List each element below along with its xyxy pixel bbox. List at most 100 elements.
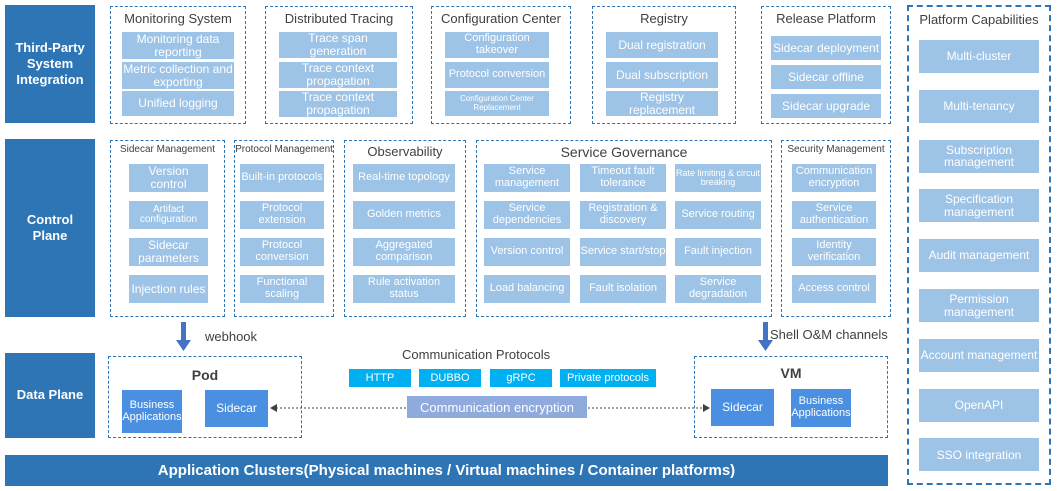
pod-business-app: Business Applications bbox=[122, 390, 182, 433]
governance-item: Service routing bbox=[675, 201, 761, 229]
configuration-center-panel: Configuration Center Configuration takeo… bbox=[431, 6, 571, 124]
sidecar-mgmt-item: Injection rules bbox=[129, 275, 208, 303]
vm-business-app: Business Applications bbox=[791, 389, 851, 427]
layer-control-plane-label: Control Plane bbox=[26, 211, 74, 243]
panel-title: Monitoring System bbox=[124, 11, 232, 26]
governance-item: Service start/stop bbox=[580, 238, 666, 266]
registry-item: Dual subscription bbox=[606, 62, 718, 88]
observability-item: Golden metrics bbox=[353, 201, 455, 229]
protocol-mgmt-item: Protocol conversion bbox=[240, 238, 324, 266]
governance-item: Timeout fault tolerance bbox=[580, 164, 666, 192]
vm-title: VM bbox=[780, 365, 802, 381]
security-management-panel: Security Management Communication encryp… bbox=[781, 140, 891, 317]
monitoring-item: Metric collection and exporting bbox=[122, 62, 234, 89]
panel-title: Registry bbox=[640, 11, 688, 26]
panel-title: Distributed Tracing bbox=[284, 11, 394, 26]
capability-item: Multi-cluster bbox=[919, 40, 1039, 73]
panel-title: Configuration Center bbox=[441, 11, 561, 26]
release-item: Sidecar upgrade bbox=[771, 94, 881, 118]
capability-item: SSO integration bbox=[919, 438, 1039, 472]
shell-arrow bbox=[758, 322, 773, 351]
protocol-mgmt-item: Built-in protocols bbox=[240, 164, 324, 192]
pod-title: Pod bbox=[191, 367, 219, 383]
service-governance-panel: Service Governance Service management Tim… bbox=[476, 140, 772, 317]
panel-title: Security Management bbox=[787, 144, 885, 155]
governance-item: Fault isolation bbox=[580, 275, 666, 303]
protocol-chip: HTTP bbox=[349, 369, 411, 387]
panel-title: Platform Capabilities bbox=[919, 12, 1039, 27]
sidecar-mgmt-item: Sidecar parameters bbox=[129, 238, 208, 266]
capability-item: OpenAPI bbox=[919, 388, 1039, 422]
application-clusters-label: Application Clusters(Physical machines /… bbox=[157, 462, 736, 479]
pod-panel: Pod Business Applications Sidecar bbox=[108, 356, 302, 438]
vm-sidecar: Sidecar bbox=[711, 389, 774, 426]
registry-item: Registry replacement bbox=[606, 91, 718, 116]
layer-third-party-label: Third-Party System Integration bbox=[15, 39, 85, 88]
release-platform-panel: Release Platform Sidecar deployment Side… bbox=[761, 6, 891, 124]
panel-title: Protocol Management bbox=[235, 144, 333, 155]
governance-item: Version control bbox=[484, 238, 570, 266]
communication-encryption: Communication encryption bbox=[407, 396, 587, 418]
security-item: Identity verification bbox=[792, 238, 876, 266]
registry-panel: Registry Dual registration Dual subscrip… bbox=[592, 6, 736, 124]
vm-panel: VM Sidecar Business Applications bbox=[694, 356, 888, 438]
protocol-management-panel: Protocol Management Built-in protocols P… bbox=[234, 140, 334, 317]
panel-title: Observability bbox=[367, 144, 443, 159]
application-clusters-bar: Application Clusters(Physical machines /… bbox=[5, 455, 888, 486]
distributed-tracing-panel: Distributed Tracing Trace span generatio… bbox=[265, 6, 413, 124]
tracing-item: Trace context propagation bbox=[279, 62, 397, 88]
webhook-arrow bbox=[176, 322, 191, 351]
security-item: Access control bbox=[792, 275, 876, 303]
governance-item: Service management bbox=[484, 164, 570, 192]
capability-item: Permission management bbox=[919, 289, 1039, 322]
governance-item: Fault injection bbox=[675, 238, 761, 266]
security-item: Communication encryption bbox=[792, 164, 876, 192]
protocol-chip: DUBBO bbox=[419, 369, 481, 387]
observability-item: Rule activation status bbox=[353, 275, 455, 303]
capability-item: Account management bbox=[919, 338, 1039, 372]
config-item: Configuration takeover bbox=[445, 32, 549, 58]
governance-item: Service dependencies bbox=[484, 201, 570, 229]
layer-control-plane: Control Plane bbox=[5, 139, 95, 317]
panel-title: Sidecar Management bbox=[119, 144, 216, 155]
shell-label: Shell O&M channels bbox=[770, 327, 888, 342]
tracing-item: Trace span generation bbox=[279, 32, 397, 58]
tracing-item: Trace context propagation bbox=[279, 91, 397, 117]
layer-data-plane: Data Plane bbox=[5, 353, 95, 438]
protocol-chip: Private protocols bbox=[560, 369, 656, 387]
observability-item: Real-time topology bbox=[353, 164, 455, 192]
governance-item: Registration & discovery bbox=[580, 201, 666, 229]
config-item: Configuration Center Replacement bbox=[445, 91, 549, 116]
layer-data-plane-label: Data Plane bbox=[16, 387, 84, 403]
protocol-mgmt-item: Functional scaling bbox=[240, 275, 324, 303]
communication-protocols-title: Communication Protocols bbox=[402, 347, 551, 362]
panel-title: Service Governance bbox=[560, 144, 688, 160]
governance-item: Load balancing bbox=[484, 275, 570, 303]
capability-item: Specification management bbox=[919, 189, 1039, 223]
config-item: Protocol conversion bbox=[445, 62, 549, 88]
layer-third-party: Third-Party System Integration bbox=[5, 5, 95, 123]
sidecar-mgmt-item: Version control bbox=[129, 164, 208, 192]
panel-title: Release Platform bbox=[776, 11, 876, 26]
encryption-link bbox=[270, 404, 710, 412]
capability-item: Multi-tenancy bbox=[919, 89, 1039, 123]
sidecar-mgmt-item: Artifact configuration bbox=[129, 201, 208, 229]
pod-sidecar: Sidecar bbox=[205, 390, 268, 427]
monitoring-item: Monitoring data reporting bbox=[122, 32, 234, 59]
governance-item: Service degradation bbox=[675, 275, 761, 303]
security-item: Service authentication bbox=[792, 201, 876, 229]
release-item: Sidecar offline bbox=[771, 65, 881, 89]
observability-panel: Observability Real-time topology Golden … bbox=[344, 140, 466, 317]
monitoring-item: Unified logging bbox=[122, 91, 234, 116]
registry-item: Dual registration bbox=[606, 32, 718, 58]
protocol-mgmt-item: Protocol extension bbox=[240, 201, 324, 229]
sidecar-management-panel: Sidecar Management Version control Artif… bbox=[110, 140, 225, 317]
capability-item: Subscription management bbox=[919, 139, 1039, 173]
webhook-label: webhook bbox=[205, 329, 258, 344]
monitoring-system-panel: Monitoring System Monitoring data report… bbox=[110, 6, 246, 124]
protocol-chip: gRPC bbox=[490, 369, 552, 387]
release-item: Sidecar deployment bbox=[771, 36, 881, 60]
observability-item: Aggregated comparison bbox=[353, 238, 455, 266]
capability-item: Audit management bbox=[919, 239, 1039, 273]
